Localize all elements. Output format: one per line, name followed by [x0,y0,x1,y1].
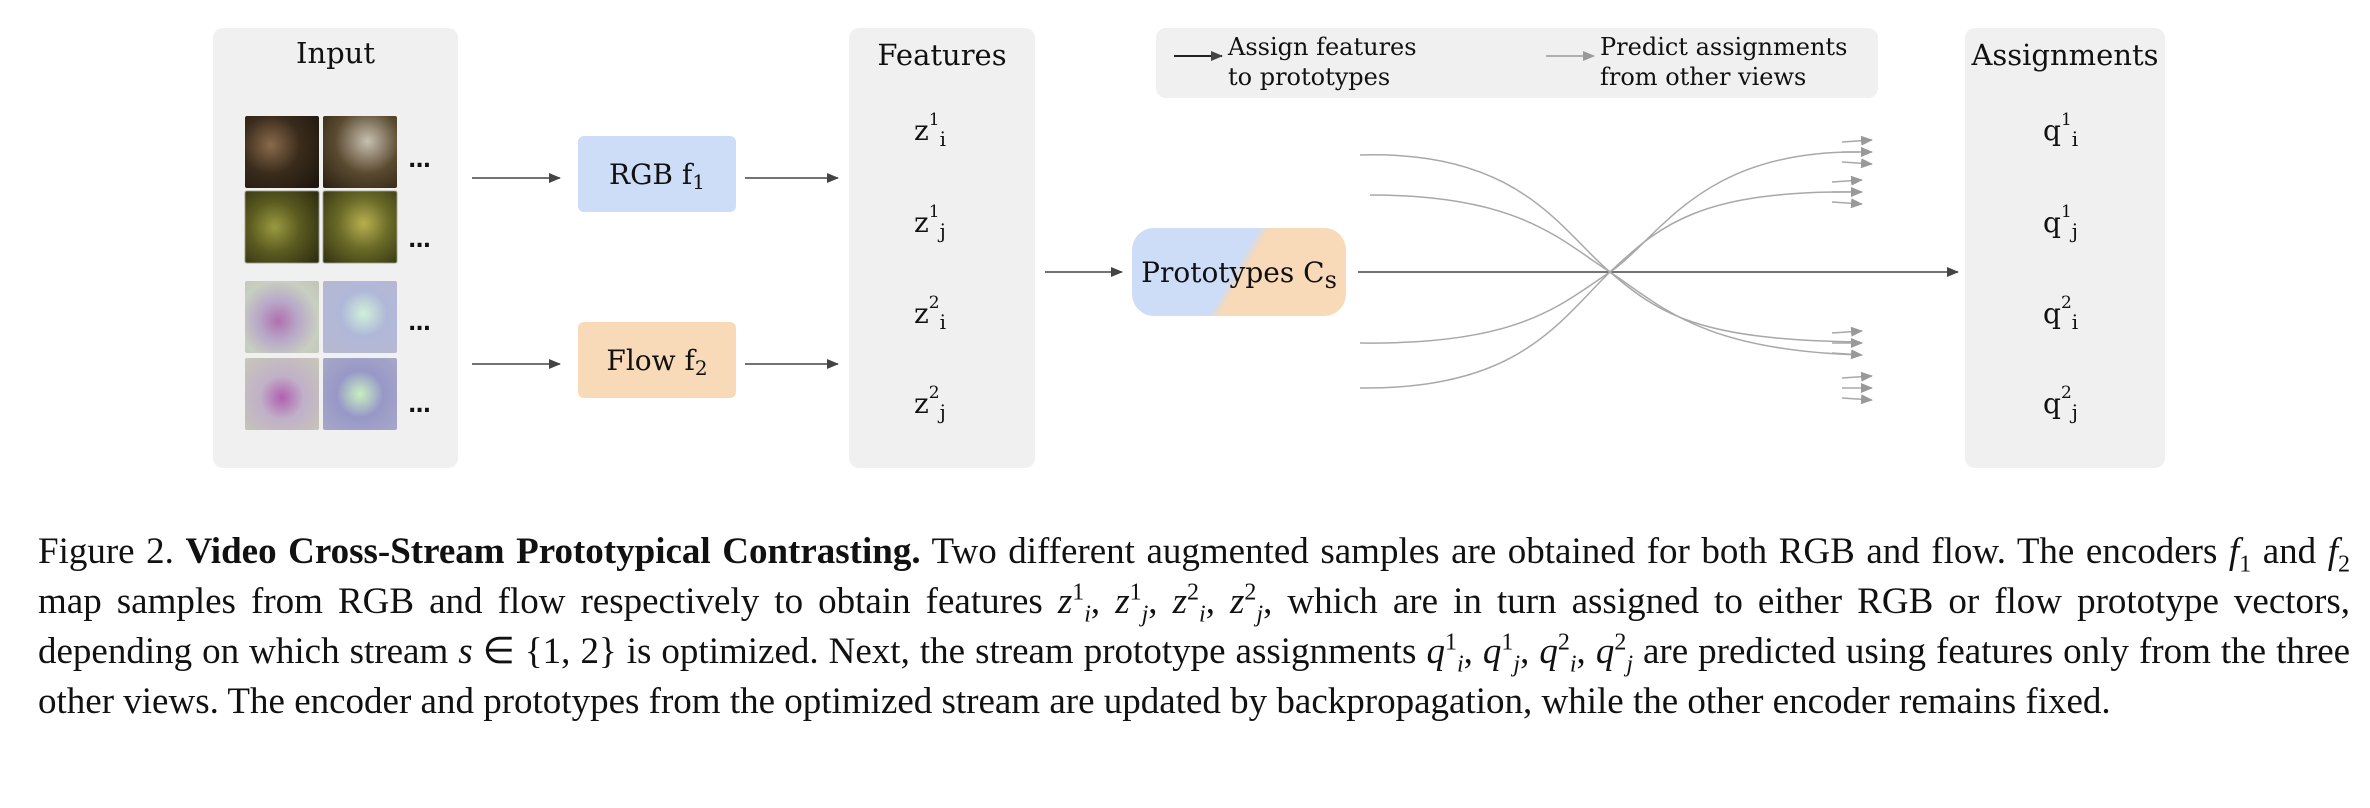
legend-predict-text: Predict assignments from other views [1600,33,1848,91]
rgb-frame-2 [323,116,397,188]
rgb-ellipsis-1: ... [408,148,431,173]
feature-z2j: z2j [914,383,946,424]
prediction-arrow-fans [1831,135,1873,405]
feature-z1i: z1i [914,110,946,151]
prototypes-label: Prototypes C [1141,255,1325,289]
assignments-title: Assignments [1971,38,2159,72]
flow-frame-4 [323,358,397,430]
assignment-q2j: q2j [2043,383,2078,424]
flow-encoder-sub: 2 [694,356,708,380]
caption-title: Video Cross-Stream Prototypical Contrast… [185,531,921,572]
flow-ellipsis-2: ... [408,393,431,418]
connector-lines [472,51,1959,405]
assignment-q1j: q1j [2043,202,2078,243]
features-title: Features [877,38,1007,72]
assignment-q1i: q1i [2043,110,2079,151]
rgb-encoder-sub: 1 [692,170,706,194]
assignment-q2i: q2i [2043,293,2079,334]
flow-frame-1 [245,281,319,353]
rgb-ellipsis-2: ... [408,228,431,253]
rgb-frame-4 [323,191,397,263]
feature-z2i: z2i [914,293,946,334]
features-panel: Features [849,28,1035,468]
assignments-panel: Assignments [1965,28,2165,468]
rgb-frame-3 [245,191,319,263]
flow-frame-2 [323,281,397,353]
rgb-encoder-label: RGB f [608,157,693,191]
feature-z1j: z1j [914,202,946,243]
prediction-curves [1359,151,1861,389]
rgb-frame-1 [245,116,319,188]
legend [1156,28,1878,98]
input-title: Input [295,36,376,70]
flow-frame-3 [245,358,319,430]
input-panel: Input ... ... ... ... [213,28,458,468]
figure-caption: Figure 2. Video Cross-Stream Prototypica… [38,531,2351,722]
flow-encoder-label: Flow f [606,343,695,377]
figure-label: Figure 2. [38,531,174,572]
flow-ellipsis-1: ... [408,311,431,336]
prototypes-sub: s [1324,266,1337,294]
legend-assign-text: Assign features to prototypes [1228,33,1417,91]
